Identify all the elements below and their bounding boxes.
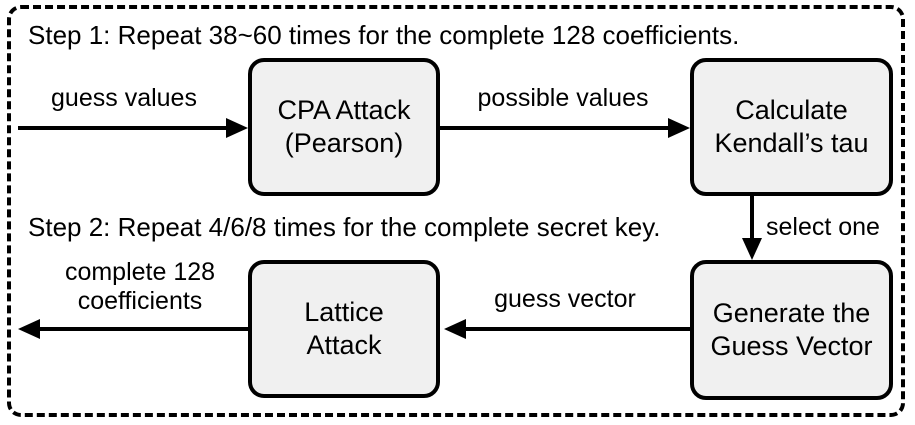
box-lattice-attack-line1: Lattice <box>304 297 384 328</box>
box-lattice-attack-line2: Attack <box>306 330 382 360</box>
edge-label-complete-coefficients-line2: coefficients <box>77 287 203 315</box>
step-1-caption: Step 1: Repeat 38~60 times for the compl… <box>28 20 740 50</box>
box-cpa-attack-line2: (Pearson) <box>284 128 404 158</box>
edge-label-select-one: select one <box>766 213 896 242</box>
connector-kendall-to-generate <box>734 194 774 264</box>
edge-label-guess-vector-line1: guess vector <box>494 285 636 313</box>
box-calculate-kendall-tau-line2: Kendall’s tau <box>714 128 869 158</box>
box-calculate-kendall-tau-line1: Calculate <box>735 95 848 126</box>
connector-lattice-to-output <box>0 311 260 347</box>
box-generate-guess-vector[interactable]: Generate the Guess Vector <box>690 260 893 400</box>
edge-label-guess-vector: guess vector <box>474 285 656 314</box>
connector-input-to-cpa <box>0 110 260 146</box>
edge-label-possible-values: possible values <box>458 84 668 113</box>
connector-generate-to-lattice <box>436 311 698 347</box>
outer-dashed-frame <box>7 5 905 417</box>
box-cpa-attack[interactable]: CPA Attack (Pearson) <box>248 58 440 196</box>
box-cpa-attack-line1: CPA Attack <box>277 95 411 126</box>
edge-label-complete-coefficients-line1: complete 128 <box>64 258 216 286</box>
edge-label-guess-values: guess values <box>38 84 210 113</box>
box-calculate-kendall-tau[interactable]: Calculate Kendall’s tau <box>690 58 893 196</box>
edge-label-select-one-line1: select one <box>766 213 880 241</box>
edge-label-complete-coefficients: complete 128 coefficients <box>36 258 244 316</box>
box-generate-guess-vector-line2: Guess Vector <box>710 331 873 361</box>
box-generate-guess-vector-line1: Generate the <box>712 298 871 329</box>
box-lattice-attack[interactable]: Lattice Attack <box>248 260 440 398</box>
step-2-caption: Step 2: Repeat 4/6/8 times for the compl… <box>28 212 661 242</box>
edge-label-guess-values-line1: guess values <box>51 84 197 112</box>
connector-cpa-to-kendall <box>436 110 698 146</box>
edge-label-possible-values-line1: possible values <box>477 84 649 112</box>
